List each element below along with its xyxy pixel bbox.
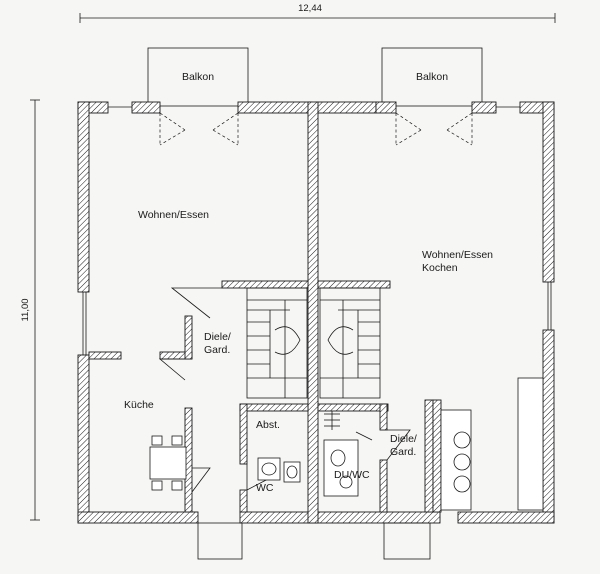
right-staircase: [319, 287, 381, 399]
outer-walls: [77, 101, 555, 524]
right-balcony: [381, 47, 483, 107]
wc-label: WC: [256, 482, 274, 494]
left-balcony-doors: [159, 112, 239, 146]
shower-wc-label: DU/WC: [334, 469, 370, 481]
height-dimension: 11,00: [20, 99, 40, 521]
right-balcony-doors: [395, 112, 473, 146]
kitchen-counter: [440, 377, 544, 511]
left-staircase: [246, 287, 308, 399]
party-wall: [307, 101, 319, 524]
left-living-label: Wohnen/Essen: [138, 209, 209, 221]
left-balcony: [147, 47, 249, 107]
width-dimension-label: 12,44: [298, 3, 322, 14]
wc-fixtures: [257, 457, 301, 483]
storage-label: Abst.: [256, 419, 280, 431]
door-swings: [158, 287, 411, 493]
left-hall-label: Diele/Gard.: [204, 331, 231, 356]
shower-wc-fixtures: [323, 411, 359, 497]
dining-table: [149, 435, 187, 491]
left-balcony-label: Balkon: [182, 71, 214, 83]
right-entry-stoop: [383, 522, 431, 560]
windows: [82, 106, 552, 355]
interior-walls: [88, 280, 442, 513]
width-dimension: 12,44: [79, 3, 556, 23]
height-dimension-label: 11,00: [20, 298, 31, 321]
kitchen-label: Küche: [124, 399, 154, 411]
right-balcony-label: Balkon: [416, 71, 448, 83]
right-hall-label: Diele/Gard.: [390, 433, 417, 458]
left-entry-stoop: [197, 522, 243, 560]
